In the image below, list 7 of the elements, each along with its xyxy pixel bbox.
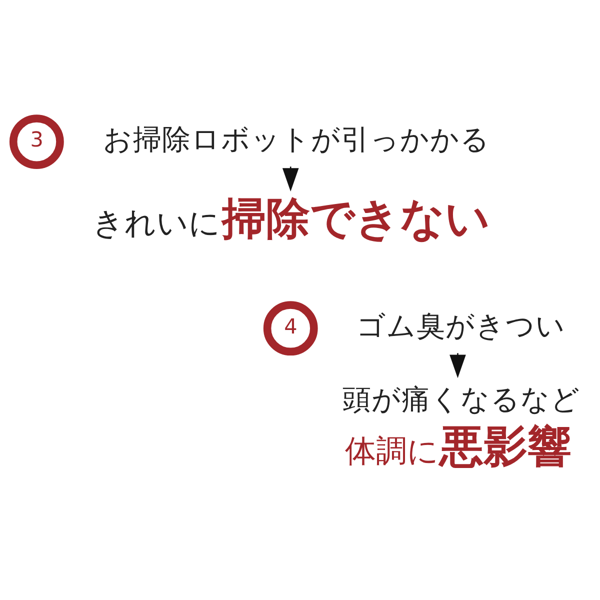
node-circle: 4 — [263, 300, 318, 356]
node-text: きれいに掃除できない — [92, 192, 490, 244]
arrow — [450, 352, 466, 378]
node-text: 頭が痛くなるなど 体調に悪影響 — [342, 382, 580, 472]
node-text: ゴム臭がきつい — [356, 309, 566, 342]
node-text: お掃除ロボットが引っかかる — [102, 122, 490, 156]
node-circle: 3 — [9, 114, 64, 168]
